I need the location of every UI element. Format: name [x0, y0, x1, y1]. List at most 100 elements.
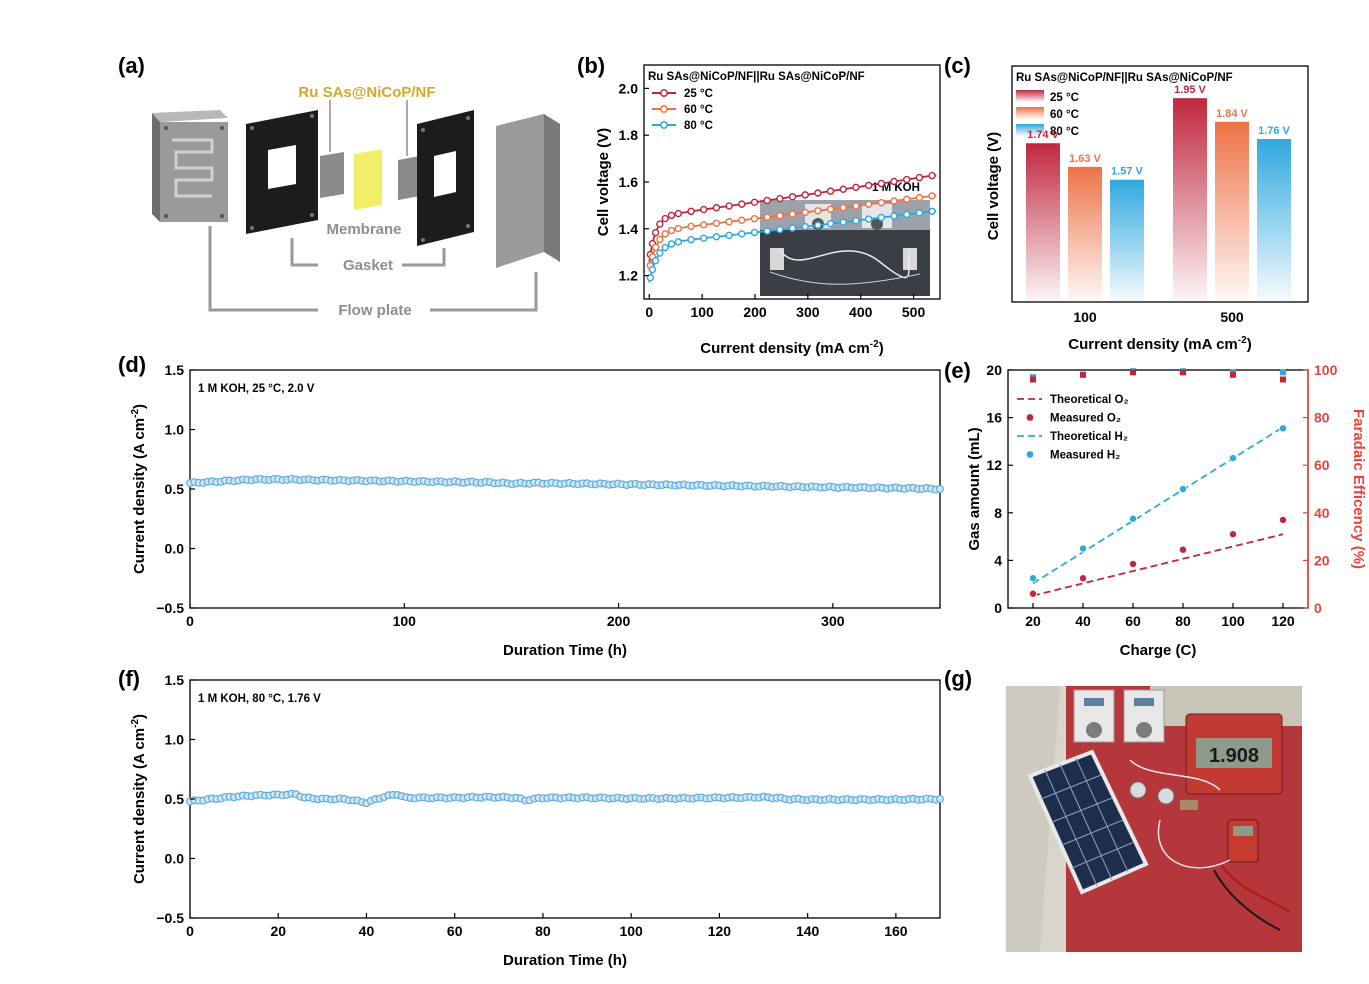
chart-b-x-axis-label: Current density (mA cm-2) — [700, 339, 883, 357]
chart-e-fe-o2-point — [1030, 376, 1036, 383]
chart-b-x-tick-label: 100 — [690, 304, 714, 320]
chart-f-y-tick-label: −0.5 — [156, 910, 184, 926]
chart-b-data-point — [667, 226, 676, 235]
chart-d-y-tick-label: 0.5 — [165, 481, 185, 497]
chart-b-data-point — [814, 189, 822, 197]
chart-c-bars: 1.74 V1.63 V1.57 V1.95 V1.84 V1.76 V — [1026, 84, 1291, 302]
chart-c-bar — [1026, 143, 1060, 302]
chart-e-x-tick-label: 100 — [1221, 613, 1245, 629]
chart-f-y-tick-label: 1.0 — [165, 732, 185, 748]
chart-b-legend-marker — [660, 121, 668, 129]
chart-b-data-point — [750, 228, 759, 237]
chart-f-x-axis-label: Duration Time (h) — [503, 952, 627, 969]
electrode-right — [398, 156, 420, 200]
chart-b-legend-label: 60 °C — [684, 104, 713, 116]
electrolyzer-schematic: Ru SAs@NiCoP/NF Membrane Gasket Flow pla… — [152, 84, 560, 319]
chart-c-y-axis-label: Cell voltage (V) — [985, 132, 1002, 240]
chart-e-y-tick-label: 4 — [994, 552, 1002, 568]
chart-e-y-tick-label: 20 — [986, 362, 1002, 378]
chart-b-data-point — [763, 196, 771, 205]
chart-b-data-point — [763, 213, 771, 221]
chart-b-data-point — [674, 224, 683, 233]
chart-f-x-tick-label: 160 — [884, 923, 908, 939]
chart-b-y-ticks: 1.2 1.4 1.6 1.8 2.0 — [619, 80, 649, 284]
chart-b-y-tick-label: 1.6 — [619, 174, 639, 190]
chart-b-y-tick-label: 1.8 — [619, 127, 639, 143]
chart-e-x-tick-label: 20 — [1025, 613, 1041, 629]
chart-b-data-point — [725, 202, 733, 210]
chart-c-legend: 25 °C60 °C80 °C — [1016, 90, 1079, 138]
chart-c-voltage-bars: Ru SAs@NiCoP/NF||Ru SAs@NiCoP/NF 25 °C60… — [985, 65, 1309, 353]
chart-b-legend-marker — [660, 89, 668, 97]
chart-b-data-point — [750, 198, 759, 206]
chart-c-title: Ru SAs@NiCoP/NF||Ru SAs@NiCoP/NF — [1016, 72, 1233, 84]
chart-e-measured-point — [1079, 544, 1088, 553]
chart-b-data-point — [661, 230, 669, 238]
chart-b-x-tick-label: 400 — [849, 304, 873, 320]
chart-e-fe-o2-point — [1230, 371, 1236, 378]
chart-b-data-point — [877, 213, 886, 222]
chart-d-data-point — [936, 485, 944, 493]
chart-b-y-axis-label: Cell voltage (V) — [595, 128, 612, 236]
chart-e-measured-point — [1129, 559, 1138, 568]
chart-b-y-tick-label: 2.0 — [619, 80, 639, 96]
chart-e-measured-point — [1029, 574, 1038, 583]
chart-f-x-tick-label: 80 — [535, 923, 551, 939]
chart-b-data-point — [864, 181, 873, 190]
chart-b-legend: 25 °C60 °C80 °C — [652, 88, 713, 132]
chart-b-x-tick-label: 200 — [743, 304, 767, 320]
chart-b-x-tick-label: 300 — [796, 304, 820, 320]
chart-b-y-tick-label: 1.4 — [619, 221, 639, 237]
chart-b-y-tick-label: 1.2 — [619, 268, 639, 284]
chart-b-data-point — [776, 225, 784, 234]
chart-b-data-point — [814, 221, 822, 229]
membrane — [354, 149, 382, 210]
chart-b-data-point — [852, 202, 860, 210]
chart-f-y-tick-label: 0.5 — [165, 791, 185, 807]
panel-label-d: (d) — [118, 352, 146, 377]
chart-c-bar-label: 1.74 V — [1027, 129, 1059, 141]
chart-b-data-point — [801, 208, 809, 217]
chart-e-x-tick-label: 60 — [1125, 613, 1141, 629]
chart-e-fe-o2-point — [1080, 371, 1086, 378]
chart-e-right-y-tick-label: 0 — [1314, 600, 1322, 616]
chart-c-bar — [1068, 166, 1102, 302]
chart-c-bar-label: 1.76 V — [1258, 125, 1290, 137]
chart-e-fe-o2-point — [1130, 369, 1136, 376]
panel-label-c: (c) — [944, 53, 971, 78]
chart-b-data-point — [826, 187, 835, 195]
chart-b-data-point — [839, 218, 847, 226]
chart-f-x-tick-label: 60 — [447, 923, 463, 939]
chart-b-data-point — [712, 233, 721, 241]
chart-e-legend-label: Measured H₂ — [1050, 450, 1120, 462]
chart-f-y-axis-label: Current density (A cm-2) — [130, 714, 148, 884]
chart-b-data-point — [864, 200, 873, 208]
chart-b-data-point — [903, 195, 911, 203]
chart-e-legend-label: Theoretical H₂ — [1050, 431, 1128, 443]
chart-c-frame — [1011, 65, 1309, 303]
chart-b-data-point — [651, 243, 660, 251]
chart-b-data-point — [877, 179, 886, 188]
chart-f-y-tick-label: 0.0 — [165, 851, 185, 867]
chart-b-data-point — [890, 212, 898, 220]
chart-e-right-y-tick-label: 60 — [1314, 457, 1330, 473]
chart-c-x-tick-label: 500 — [1220, 309, 1244, 325]
chart-b-data-point — [656, 220, 664, 228]
chart-b-data-point — [915, 209, 924, 217]
chart-b-x-tick-label: 500 — [902, 304, 926, 320]
chart-b-data-point — [852, 216, 860, 225]
chart-b-data-point — [700, 205, 708, 214]
chart-b-data-point — [763, 227, 771, 235]
chart-b-data-point — [738, 200, 746, 208]
panel-label-b: (b) — [577, 53, 605, 78]
chart-e-legend-label: Measured O₂ — [1050, 413, 1121, 425]
chart-c-bar-label: 1.84 V — [1216, 108, 1248, 120]
chart-e-fe-o2-point — [1180, 369, 1186, 376]
chart-b-data-point — [788, 210, 797, 218]
chart-b-data-point — [852, 183, 860, 192]
